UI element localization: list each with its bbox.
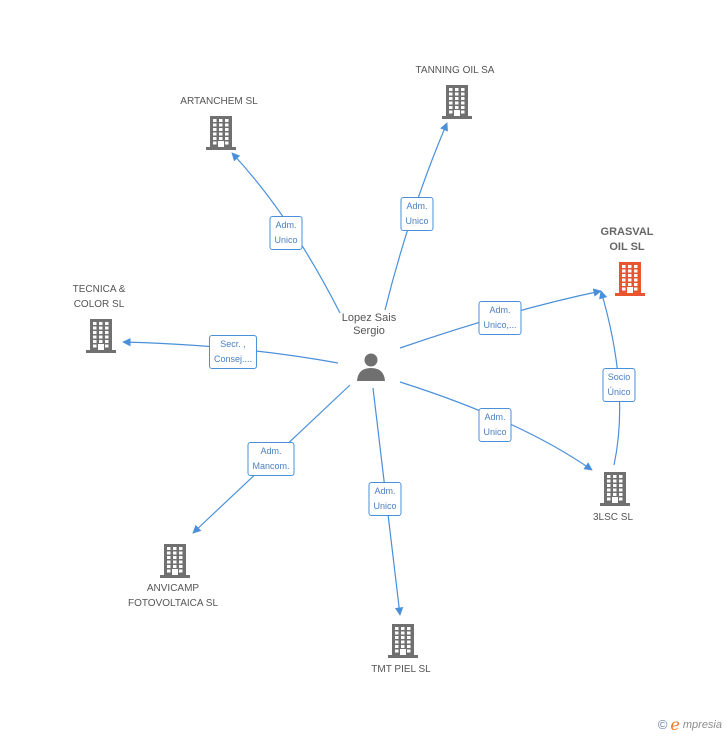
company-anvicamp-building-icon[interactable]: [160, 544, 190, 578]
copyright-icon: ©: [657, 717, 668, 732]
empresia-logo-icon: e: [670, 715, 680, 734]
relation-label-tecnica: Secr. , Consej....: [208, 335, 258, 369]
company-tmt-label[interactable]: TMT PIEL SL: [371, 664, 431, 675]
company-tecnica-building-icon[interactable]: [86, 319, 116, 353]
company-3lsc-building-icon[interactable]: [600, 472, 630, 506]
company-tanning-label[interactable]: TANNING OIL SA: [415, 65, 495, 76]
relation-label-artanchem: Adm. Unico: [269, 216, 303, 250]
relation-label-3lsc-grasval: Socio Único: [602, 368, 636, 402]
company-tecnica-label[interactable]: TECNICA & COLOR SL: [72, 284, 126, 310]
relation-label-tmt: Adm. Unico: [368, 482, 402, 516]
person-name-label[interactable]: Lopez Sais Sergio: [341, 312, 397, 337]
company-artanchem-label[interactable]: ARTANCHEM SL: [180, 96, 258, 107]
company-tanning-building-icon[interactable]: [442, 85, 472, 119]
person-icon[interactable]: [357, 353, 385, 382]
company-artanchem-building-icon[interactable]: [206, 116, 236, 150]
company-grasval-label[interactable]: GRASVAL OIL SL: [600, 226, 654, 253]
company-3lsc-label[interactable]: 3LSC SL: [592, 512, 634, 523]
relation-label-3lsc: Adm. Unico: [478, 408, 512, 442]
company-grasval-building-icon[interactable]: [615, 262, 645, 296]
relation-label-tanning: Adm. Unico: [400, 197, 434, 231]
relation-label-anvicamp: Adm. Mancom.: [247, 442, 295, 476]
brand-name: mpresia: [682, 718, 722, 731]
relation-label-grasval: Adm. Unico,...: [478, 301, 522, 335]
company-anvicamp-label[interactable]: ANVICAMP FOTOVOLTAICA SL: [127, 583, 219, 609]
company-tmt-building-icon[interactable]: [388, 624, 418, 658]
